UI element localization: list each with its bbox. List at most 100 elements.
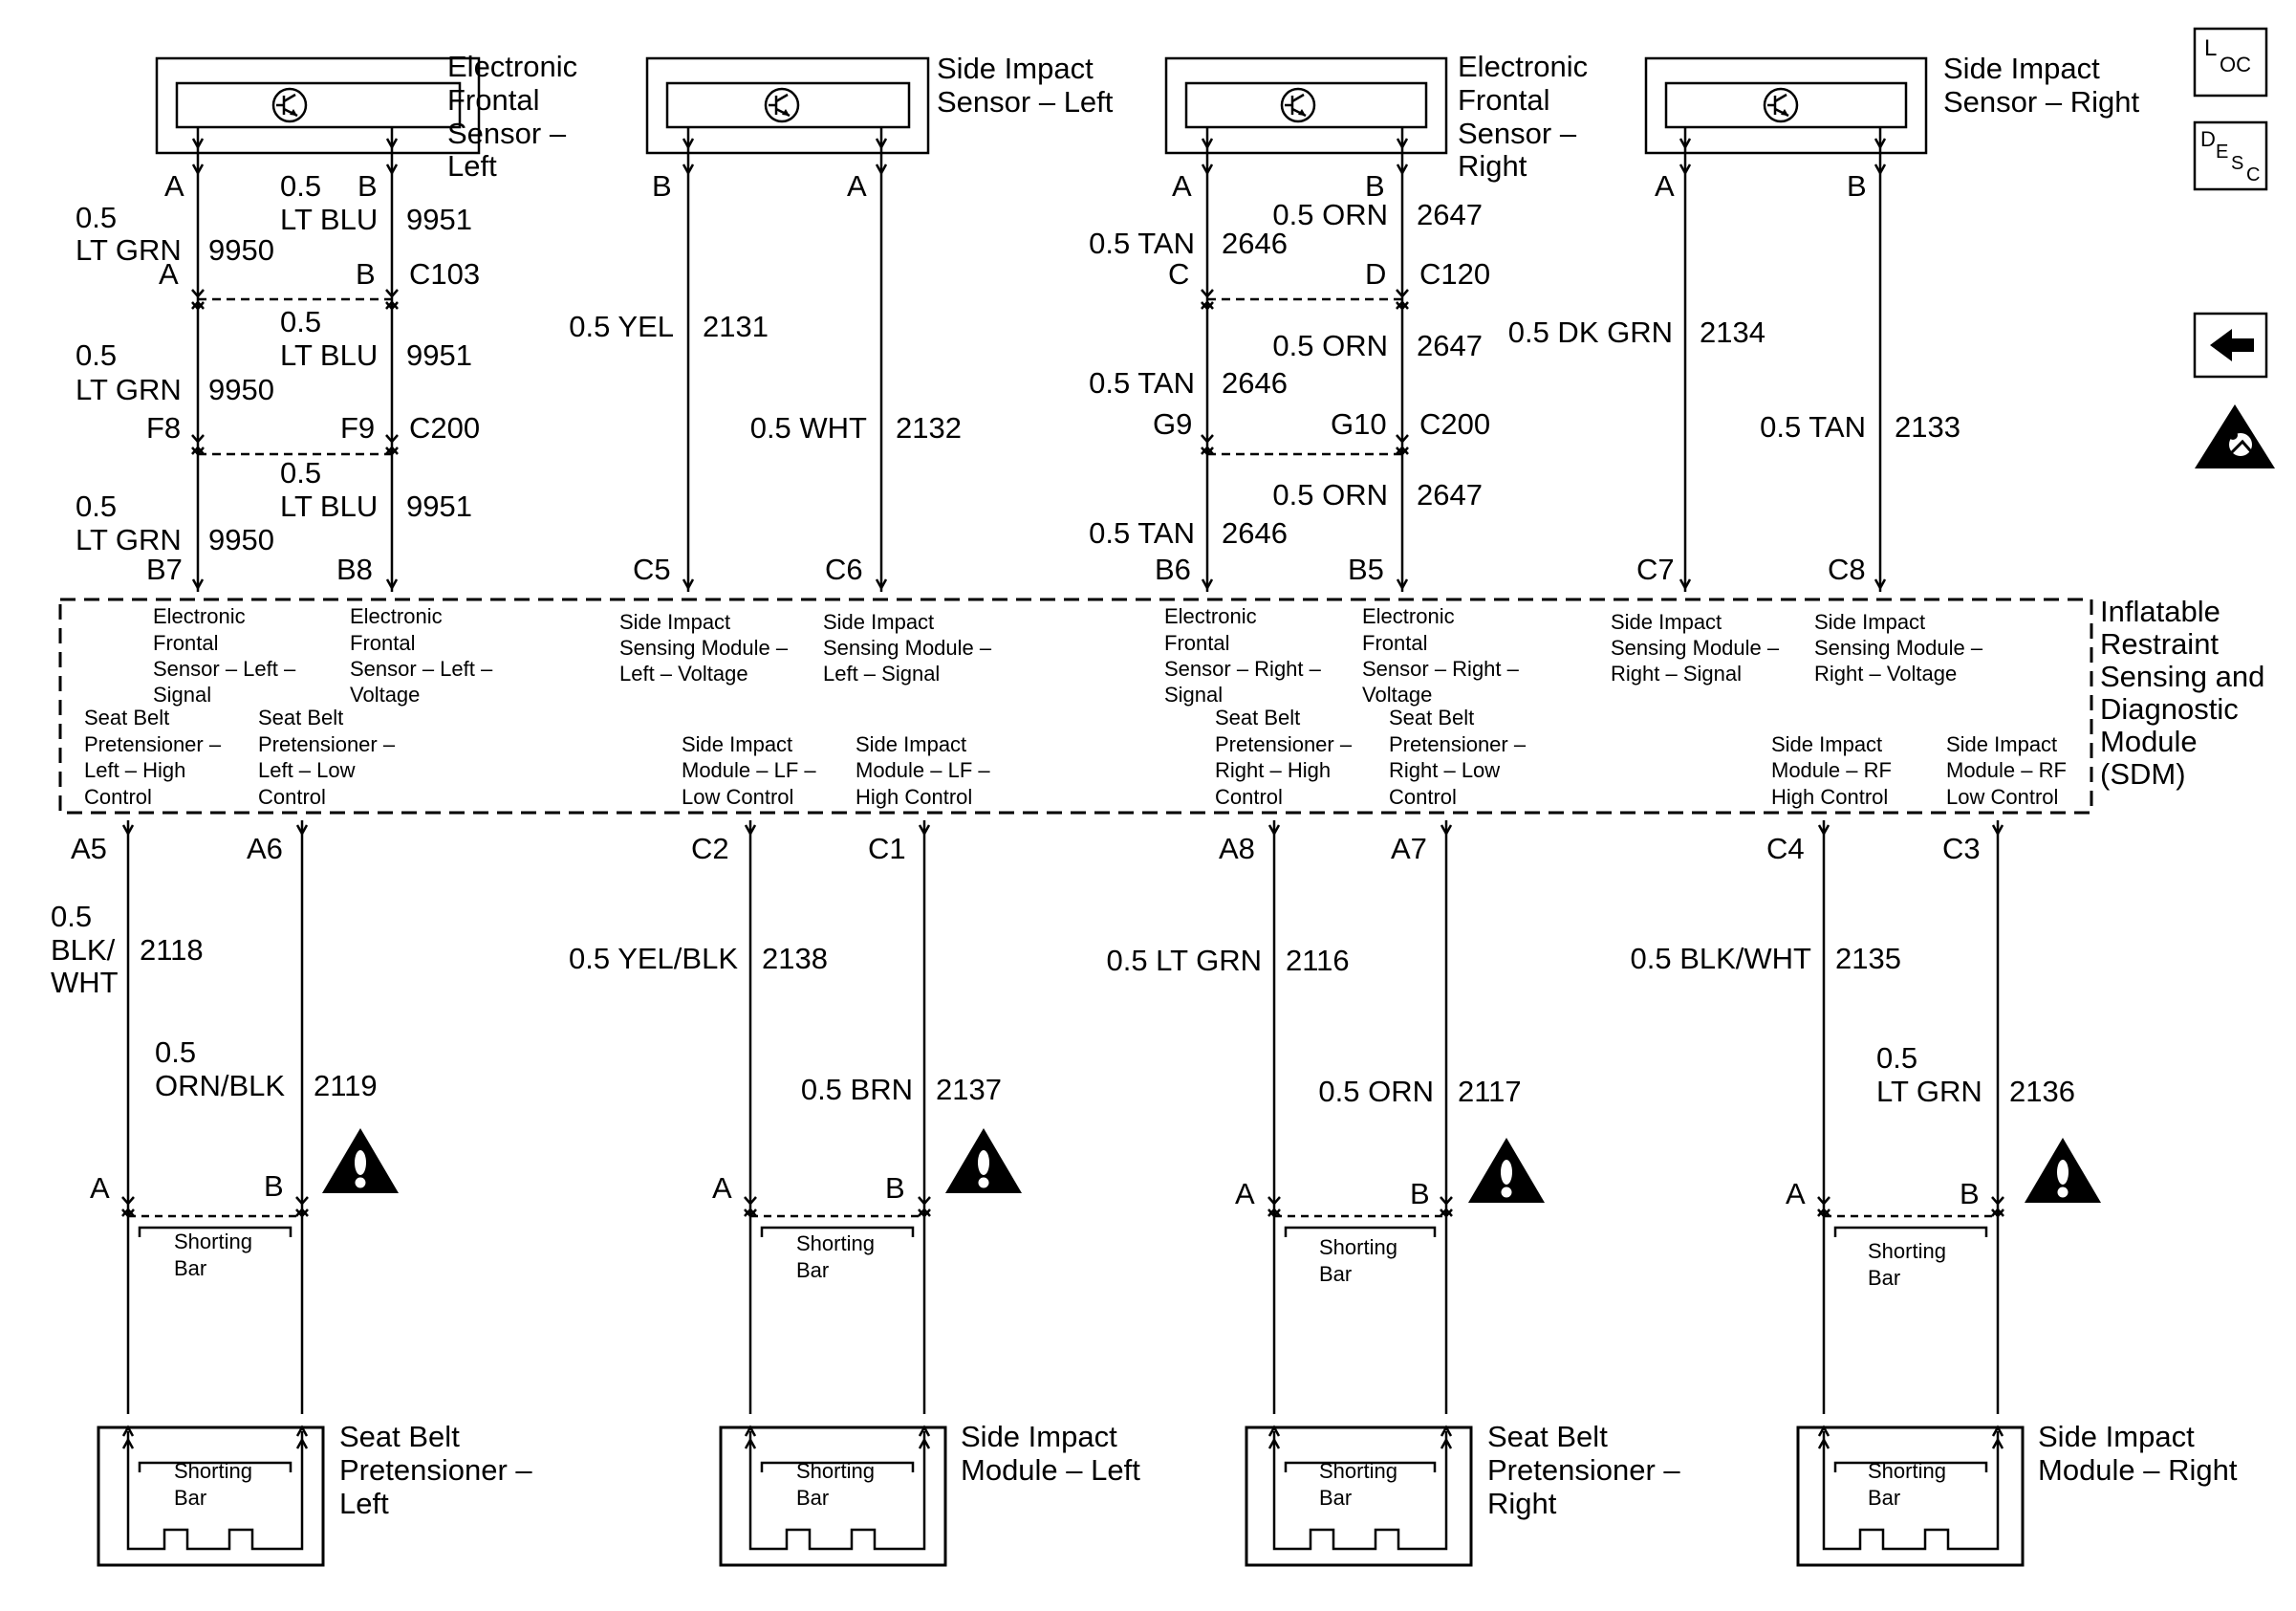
device-box-sim-right <box>1796 1426 2025 1567</box>
sdm-pin: B5 <box>1348 553 1384 586</box>
description-button-frame <box>2193 120 2268 191</box>
connector-pin: A <box>159 257 179 291</box>
sdm-pin-description: Control <box>1215 785 1283 809</box>
sdm-pin-description: Sensing Module – <box>1814 636 1983 660</box>
sdm-pin-description: Sensing Module – <box>823 636 992 660</box>
connector-id: C200 <box>409 411 480 445</box>
location-button[interactable]: L OC <box>2204 35 2251 76</box>
device-inner-sbp-left <box>126 1431 304 1551</box>
sdm-pin-description: Side Impact <box>1771 732 1882 756</box>
sdm-pin: B6 <box>1155 553 1191 586</box>
wire-label: 0.5 LT GRN <box>1106 944 1262 977</box>
sensor-title-sis-right: Side Impact <box>1943 52 2100 85</box>
sdm-pin-description: Control <box>84 785 152 809</box>
wire-size: 0.5 <box>76 201 117 234</box>
warning-icon[interactable] <box>2025 1138 2101 1203</box>
location-button-letters: OC <box>2220 53 2251 76</box>
wire-label: 0.5 ORN <box>1318 1075 1434 1108</box>
sdm-box <box>58 598 2093 815</box>
sensor-title-sis-left: Sensor – Left <box>937 85 1114 119</box>
sdm-pin: C2 <box>691 832 729 865</box>
wire-color: LT BLU <box>280 490 378 523</box>
shorting-bar-label: Bar <box>1868 1486 1900 1510</box>
sensor-title-efs-left: Frontal <box>447 83 539 117</box>
shorting-bar-bracket <box>1284 1226 1437 1237</box>
warning-icon[interactable] <box>1468 1138 1545 1203</box>
transistor-icon <box>271 87 308 123</box>
circuit-number: 2117 <box>1458 1075 1522 1108</box>
sdm-pin-description: Control <box>1389 785 1457 809</box>
circuit-number: 2136 <box>2009 1075 2075 1108</box>
transistor-icon <box>764 87 800 123</box>
description-button[interactable]: D E S C <box>2200 127 2260 185</box>
sdm-pin-description: Side Impact <box>1814 610 1925 634</box>
pin-label: A <box>712 1171 732 1205</box>
shorting-bar-label: Bar <box>174 1256 206 1280</box>
wire-label: 0.5 DK GRN <box>1508 316 1673 349</box>
sdm-pin-description: Side Impact <box>619 610 730 634</box>
sdm-pin-description: Module – RF <box>1771 758 1892 782</box>
sdm-pin-description: Pretensioner – <box>84 732 222 756</box>
sdm-pin: C4 <box>1766 832 1805 865</box>
sdm-pin-description: Side Impact <box>823 610 934 634</box>
circuit-number: 9951 <box>406 203 472 236</box>
sdm-pin-description: Seat Belt <box>84 706 169 729</box>
wire-label: 0.5 ORN <box>1272 198 1388 231</box>
circuit-number: 2118 <box>140 933 204 967</box>
pin-label: B <box>1960 1177 1980 1210</box>
sdm-pin-description: Control <box>258 785 326 809</box>
sensor-title-sis-right: Sensor – Right <box>1943 85 2139 119</box>
sensor-title-efs-left: Electronic <box>447 50 577 83</box>
sensor-inner-sis-right <box>1664 81 1908 129</box>
connector-pin: G10 <box>1331 407 1387 441</box>
sdm-pin-description: Frontal <box>1362 631 1427 655</box>
wire-label: 0.5 ORN <box>1272 329 1388 362</box>
shorting-bar-label: Bar <box>1319 1486 1352 1510</box>
wire-label: 0.5 TAN <box>1089 516 1195 550</box>
sdm-pin: A6 <box>247 832 283 865</box>
circuit-number: 2133 <box>1895 410 1960 444</box>
wire-size: 0.5 <box>280 169 321 203</box>
shorting-bar-bracket <box>760 1226 915 1237</box>
connector-id: C200 <box>1419 407 1490 441</box>
sdm-pin-description: Low Control <box>682 785 793 809</box>
airbag-system-icon[interactable] <box>2195 404 2275 468</box>
device-box-sbp-left <box>97 1426 325 1567</box>
warning-icon[interactable] <box>322 1128 399 1193</box>
wire-color: BLK/ <box>51 933 116 967</box>
description-button-letter: C <box>2246 164 2260 185</box>
wire-size: 0.5 <box>280 305 321 338</box>
shorting-bar-label: Bar <box>796 1486 829 1510</box>
wire-label: 0.5 TAN <box>1089 366 1195 400</box>
sensor-inner-efs-left <box>175 81 462 129</box>
sdm-pin-description: Sensor – Left – <box>153 657 296 681</box>
warning-icon[interactable] <box>945 1128 1022 1193</box>
sdm-pin-description: Signal <box>1164 683 1223 707</box>
connector-pin: F8 <box>146 411 181 445</box>
shorting-bar-label: Bar <box>796 1258 829 1282</box>
sdm-pin-description: Side Impact <box>682 732 792 756</box>
sdm-pin: C6 <box>825 553 863 586</box>
shorting-bar-label: Shorting <box>796 1231 875 1255</box>
shorting-bar-label: Shorting <box>1868 1459 1946 1483</box>
circuit-number: 2647 <box>1417 478 1483 512</box>
sdm-pin: C7 <box>1636 553 1675 586</box>
sdm-pin-description: Sensing Module – <box>1611 636 1780 660</box>
device-title-sim-right: Module – Right <box>2038 1453 2238 1487</box>
connector-pin: C <box>1168 257 1189 291</box>
wire-label: 0.5 BLK/WHT <box>1631 942 1812 975</box>
shorting-bar-label: Shorting <box>1868 1239 1946 1263</box>
connector-pin: F9 <box>340 411 375 445</box>
sdm-pin: A5 <box>71 832 107 865</box>
connector-pin: G9 <box>1153 407 1192 441</box>
sdm-title: Inflatable <box>2100 595 2220 628</box>
back-arrow-icon[interactable] <box>2210 329 2254 361</box>
device-title-sbp-right: Right <box>1487 1487 1557 1520</box>
sdm-pin-description: Sensor – Right – <box>1164 657 1322 681</box>
circuit-number: 2131 <box>703 310 769 343</box>
sensor-box-sis-left <box>645 56 930 155</box>
shorting-bar-bracket <box>138 1461 292 1472</box>
sdm-pin-description: Frontal <box>350 631 415 655</box>
device-title-sim-right: Side Impact <box>2038 1420 2195 1453</box>
wire-color: LT BLU <box>280 203 378 236</box>
